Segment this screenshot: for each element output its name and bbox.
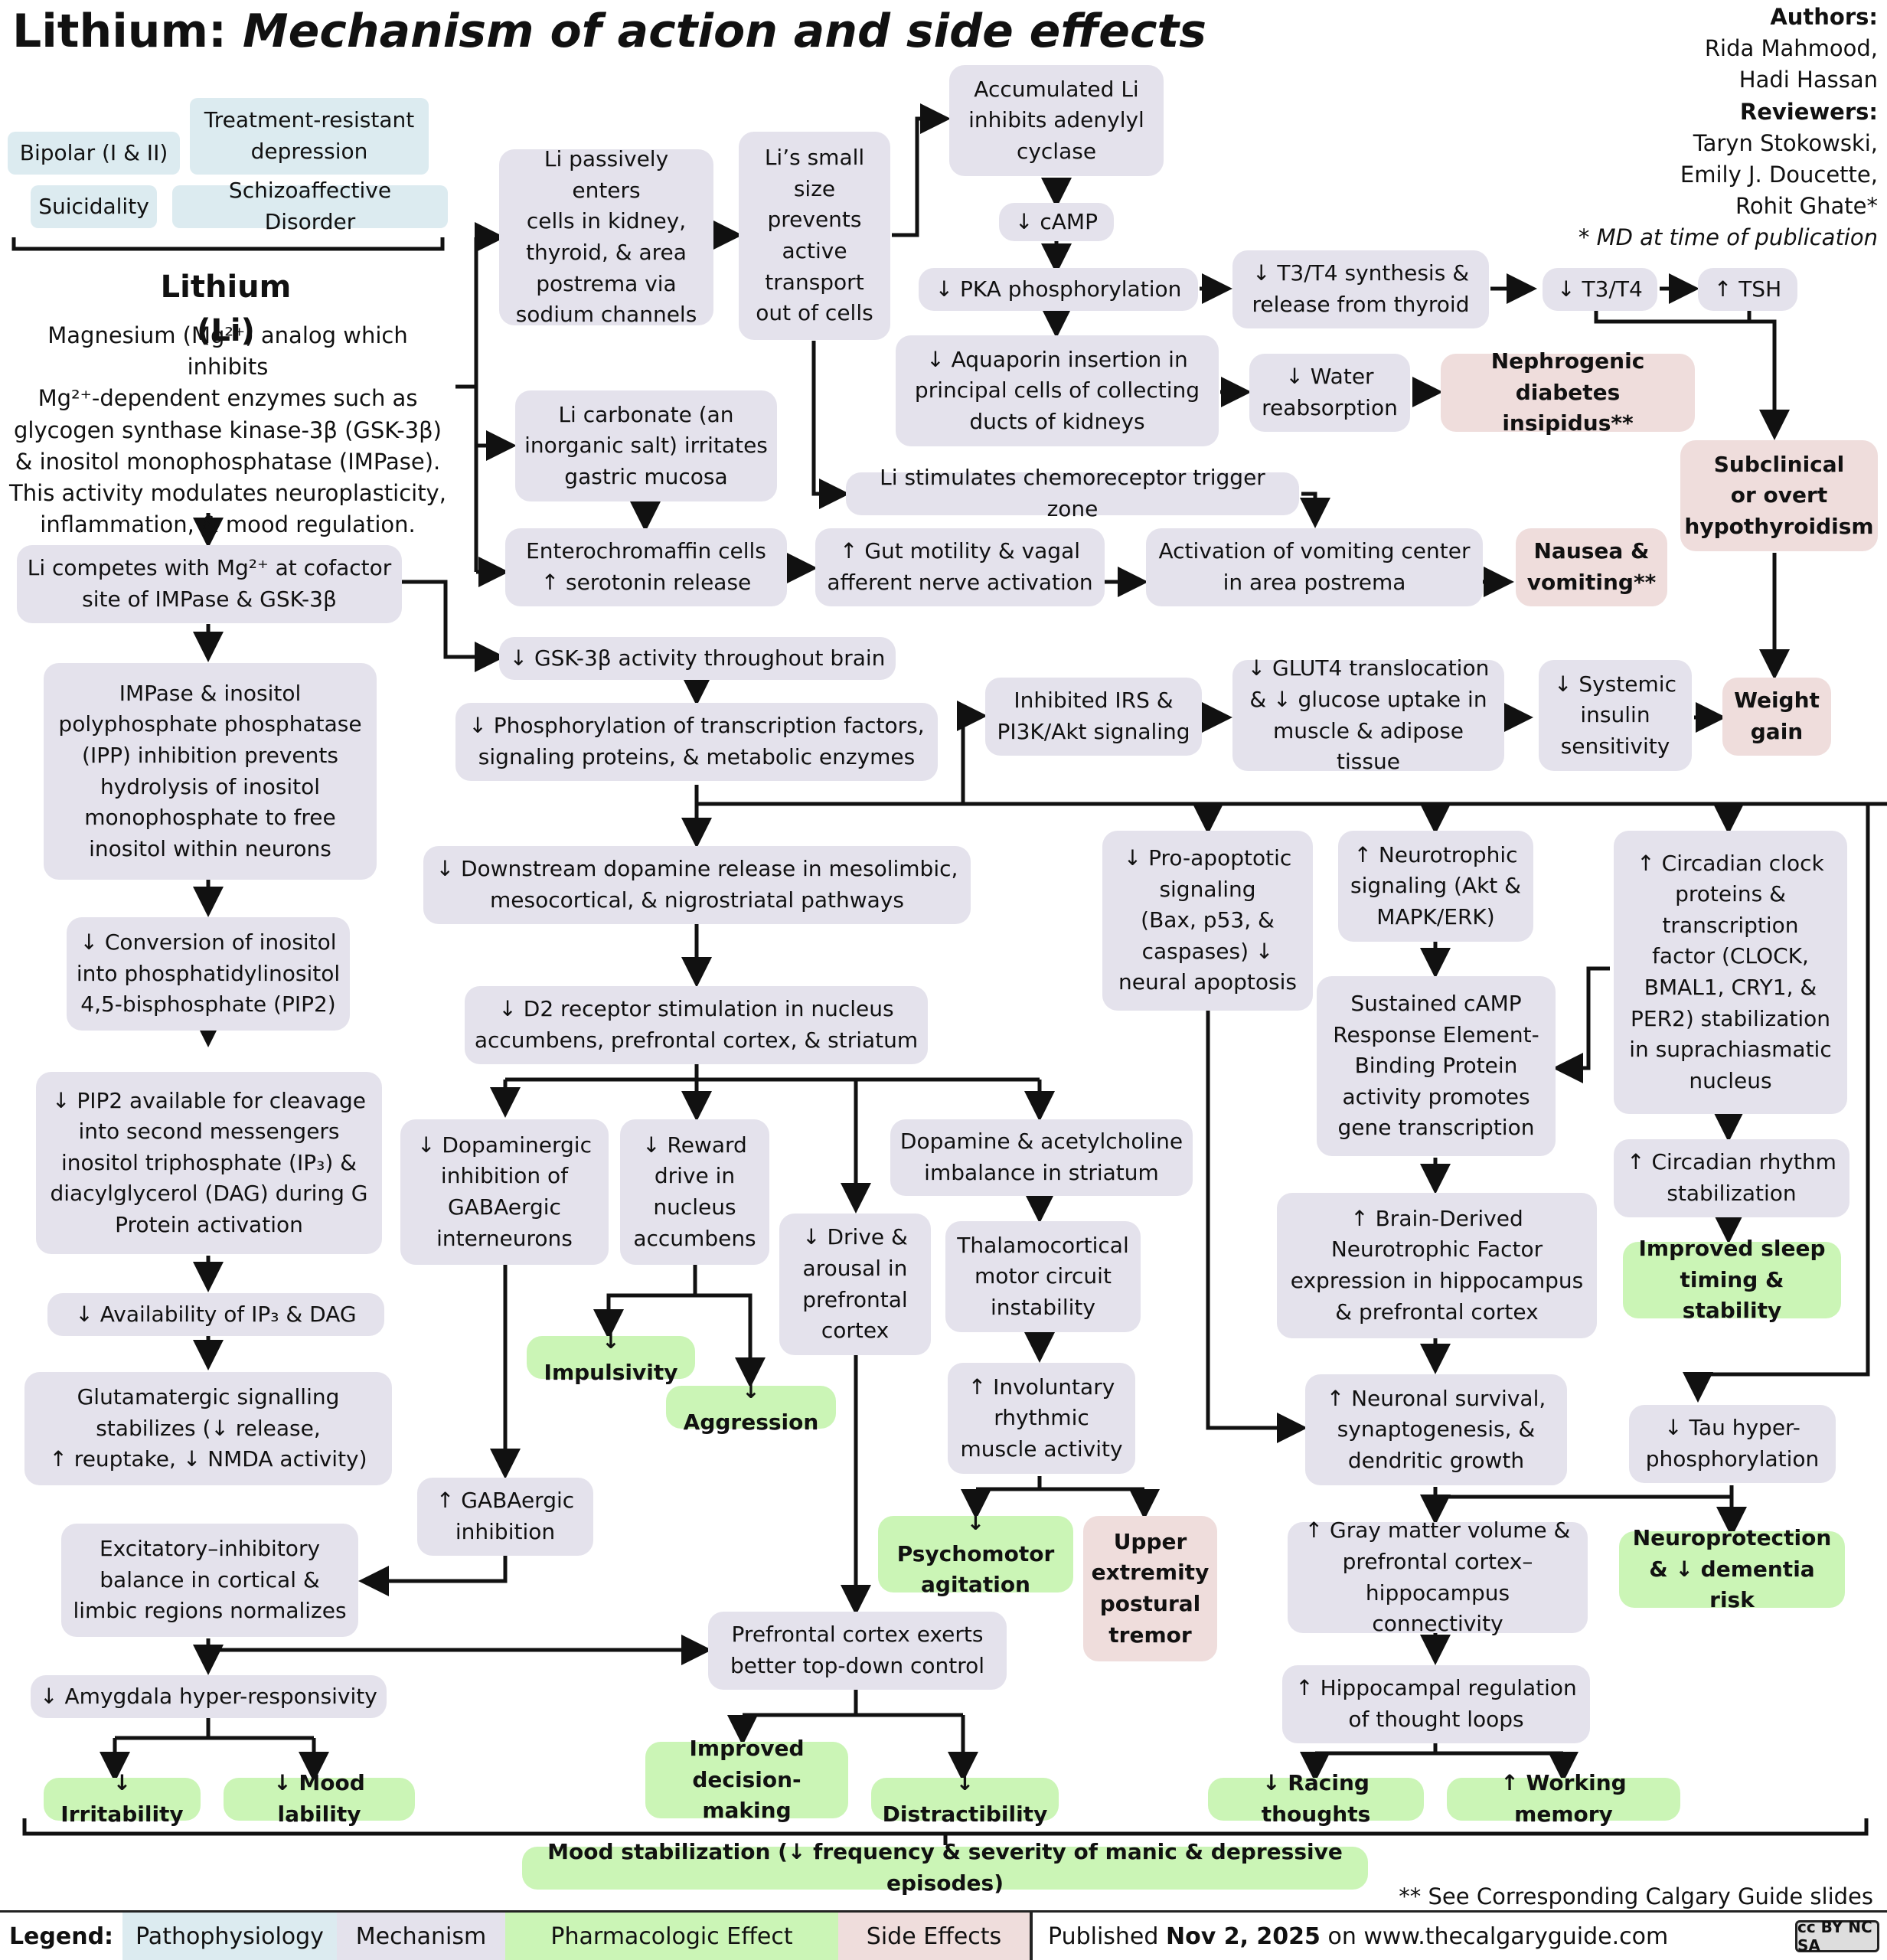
footnote: ** See Corresponding Calgary Guide slide… <box>1399 1883 1873 1909</box>
conversion-node: ↓ Conversion of inositol into phosphatid… <box>67 917 350 1031</box>
reviewers-label: Reviewers: <box>1739 98 1878 125</box>
mood-lability-effect: ↓ Mood lability <box>224 1770 415 1827</box>
nausea-vomiting-effect: Nausea & vomiting** <box>1516 528 1667 606</box>
working-memory-effect: ↑ Working memory <box>1447 1770 1680 1827</box>
published-url: on www.thecalgaryguide.com <box>1327 1922 1669 1950</box>
indication-suicidality: Suicidality <box>31 185 157 228</box>
lithium-description: Magnesium (Mg²⁺) analog which inhibits M… <box>9 322 446 538</box>
page-title: Lithium: Mechanism of action and side ef… <box>12 5 1206 58</box>
aquaporin-node: ↓ Aquaporin insertion in principal cells… <box>896 335 1219 446</box>
ctz-node: Li stimulates chemoreceptor trigger zone <box>846 465 1299 521</box>
legend-pathophysiology: Pathophysiology <box>122 1913 337 1960</box>
gaba-inhibition-node: ↑ GABAergic inhibition <box>417 1478 593 1556</box>
authors-block: Authors: Rida Mahmood, Hadi Hassan Revie… <box>1578 2 1878 253</box>
legend-label: Legend: <box>8 1922 114 1950</box>
irritability-effect: ↓ Irritability <box>44 1770 201 1827</box>
gut-motility-node: ↑ Gut motility & vagal afferent nerve ac… <box>815 528 1105 606</box>
published-prefix: Published <box>1048 1922 1159 1950</box>
title-subtitle: Mechanism of action and side effects <box>242 5 1206 58</box>
hypothyroidism-effect: Subclinical or overt hypothyroidism <box>1680 440 1878 551</box>
t3t4-node: ↓ T3/T4 <box>1543 268 1657 311</box>
neuronal-survival-node: ↑ Neuronal survival, synaptogenesis, & d… <box>1305 1374 1567 1485</box>
aggression-effect: ↓ Aggression <box>666 1378 836 1435</box>
published-info: Published Nov 2, 2025 on www.thecalgaryg… <box>1033 1913 1668 1960</box>
published-date: Nov 2, 2025 <box>1165 1922 1321 1950</box>
neuroprotection-effect: Neuroprotection & ↓ dementia risk <box>1619 1525 1845 1612</box>
involuntary-activity-node: ↑ Involuntary rhythmic muscle activity <box>948 1363 1135 1474</box>
dopamine-acetylcholine-node: Dopamine & acetylcholine imbalance in st… <box>890 1119 1193 1196</box>
drive-arousal-node: ↓ Drive & arousal in prefrontal cortex <box>779 1214 931 1355</box>
camp-node: ↓ cAMP <box>999 203 1114 241</box>
title-main: Lithium: <box>12 5 227 58</box>
md-note: * MD at time of publication <box>1578 224 1878 251</box>
pip2-node: ↓ PIP2 available for cleavage into secon… <box>36 1072 382 1254</box>
legend-side-effects: Side Effects <box>838 1913 1030 1960</box>
neurotrophic-signaling-node: ↑ Neurotrophic signaling (Akt & MAPK/ERK… <box>1338 831 1533 942</box>
li-passive-entry-node: Li passively enters cells in kidney, thy… <box>499 146 713 327</box>
phosphorylation-node: ↓ Phosphorylation of transcription facto… <box>455 703 938 781</box>
legend: Legend: Pathophysiology Mechanism Pharma… <box>0 1910 1887 1960</box>
irs-pi3k-node: Inhibited IRS & PI3K/Akt signaling <box>985 678 1202 756</box>
glutamatergic-node: Glutamatergic signalling stabilizes (↓ r… <box>24 1372 392 1485</box>
authors-label: Authors: <box>1770 4 1878 30</box>
insulin-sensitivity-node: ↓ Systemic insulin sensitivity <box>1539 660 1692 771</box>
bdnf-node: ↑ Brain-Derived Neurotrophic Factor expr… <box>1277 1193 1597 1338</box>
prefrontal-control-node: Prefrontal cortex exerts better top-down… <box>708 1612 1007 1690</box>
hippocampal-regulation-node: ↑ Hippocampal regulation of thought loop… <box>1282 1665 1590 1743</box>
circadian-rhythm-node: ↑ Circadian rhythm stabilization <box>1614 1139 1849 1217</box>
indication-bipolar: Bipolar (I & II) <box>8 132 180 175</box>
indication-schizoaffective: Schizoaffective Disorder <box>172 178 448 234</box>
gsk-activity-node: ↓ GSK-3β activity throughout brain <box>499 637 896 680</box>
mood-stabilization-effect: Mood stabilization (↓ frequency & severi… <box>522 1839 1368 1896</box>
impase-inhibition-node: IMPase & inositol polyphosphate phosphat… <box>44 663 377 880</box>
nephrogenic-di-effect: Nephrogenic diabetes insipidus** <box>1441 348 1695 436</box>
d2-receptor-node: ↓ D2 receptor stimulation in nucleus acc… <box>465 986 928 1064</box>
vomiting-center-node: Activation of vomiting center in area po… <box>1146 528 1483 606</box>
pro-apoptotic-node: ↓ Pro-apoptotic signaling (Bax, p53, & c… <box>1102 831 1313 1011</box>
lithium-heading: Lithium (Li) <box>160 270 292 348</box>
circadian-proteins-node: ↑ Circadian clock proteins & transcripti… <box>1614 831 1847 1114</box>
glut4-node: ↓ GLUT4 translocation & ↓ glucose uptake… <box>1232 655 1504 774</box>
psychomotor-agitation-effect: ↓ Psychomotor agitation <box>878 1510 1073 1597</box>
amygdala-node: ↓ Amygdala hyper-responsivity <box>31 1675 387 1718</box>
li-competes-node: Li competes with Mg²⁺ at cofactor site o… <box>17 545 402 623</box>
racing-thoughts-effect: ↓ Racing thoughts <box>1208 1770 1424 1827</box>
li-small-size-node: Li’s small size prevents active transpor… <box>739 132 890 340</box>
ip3-dag-node: ↓ Availability of IP₃ & DAG <box>47 1293 384 1336</box>
enterochromaffin-node: Enterochromaffin cells ↑ serotonin relea… <box>505 528 787 606</box>
excitatory-inhibitory-node: Excitatory–inhibitory balance in cortica… <box>61 1524 358 1637</box>
legend-mechanism: Mechanism <box>337 1913 505 1960</box>
dopaminergic-inhibition-node: ↓ Dopaminergic inhibition of GABAergic i… <box>400 1119 609 1265</box>
sleep-timing-effect: Improved sleep timing & stability <box>1623 1236 1841 1323</box>
impulsivity-effect: ↓ Impulsivity <box>527 1328 695 1385</box>
decision-making-effect: Improved decision-making <box>645 1736 848 1823</box>
gray-matter-node: ↑ Gray matter volume & prefrontal cortex… <box>1288 1517 1588 1636</box>
distractibility-effect: ↓ Distractibility <box>871 1770 1059 1827</box>
weight-gain-effect: Weight gain <box>1722 678 1831 756</box>
thalamocortical-node: Thalamocortical motor circuit instabilit… <box>945 1221 1141 1332</box>
reviewers-names: Taryn Stokowski, Emily J. Doucette, Rohi… <box>1680 129 1878 220</box>
tau-node: ↓ Tau hyper- phosphorylation <box>1629 1405 1836 1483</box>
reward-drive-node: ↓ Reward drive in nucleus accumbens <box>620 1119 769 1265</box>
indication-depression: Treatment-resistant depression <box>190 98 429 175</box>
dopamine-release-node: ↓ Downstream dopamine release in mesolim… <box>423 846 971 924</box>
adenylyl-cyclase-node: Accumulated Li inhibits adenylyl cyclase <box>949 65 1164 176</box>
cc-license-badge: cc BY NC SA <box>1795 1918 1879 1955</box>
tsh-node: ↑ TSH <box>1698 268 1797 311</box>
pka-node: ↓ PKA phosphorylation <box>919 268 1198 311</box>
postural-tremor-effect: Upper extremity postural tremor <box>1083 1516 1217 1661</box>
legend-pharmacologic-effect: Pharmacologic Effect <box>505 1913 838 1960</box>
t3t4-synthesis-node: ↓ T3/T4 synthesis & release from thyroid <box>1232 250 1489 328</box>
authors-names: Rida Mahmood, Hadi Hassan <box>1704 35 1878 93</box>
creb-node: Sustained cAMP Response Element- Binding… <box>1317 976 1556 1156</box>
water-reabsorption-node: ↓ Water reabsorption <box>1249 354 1410 432</box>
li-carbonate-node: Li carbonate (an inorganic salt) irritat… <box>515 390 777 501</box>
